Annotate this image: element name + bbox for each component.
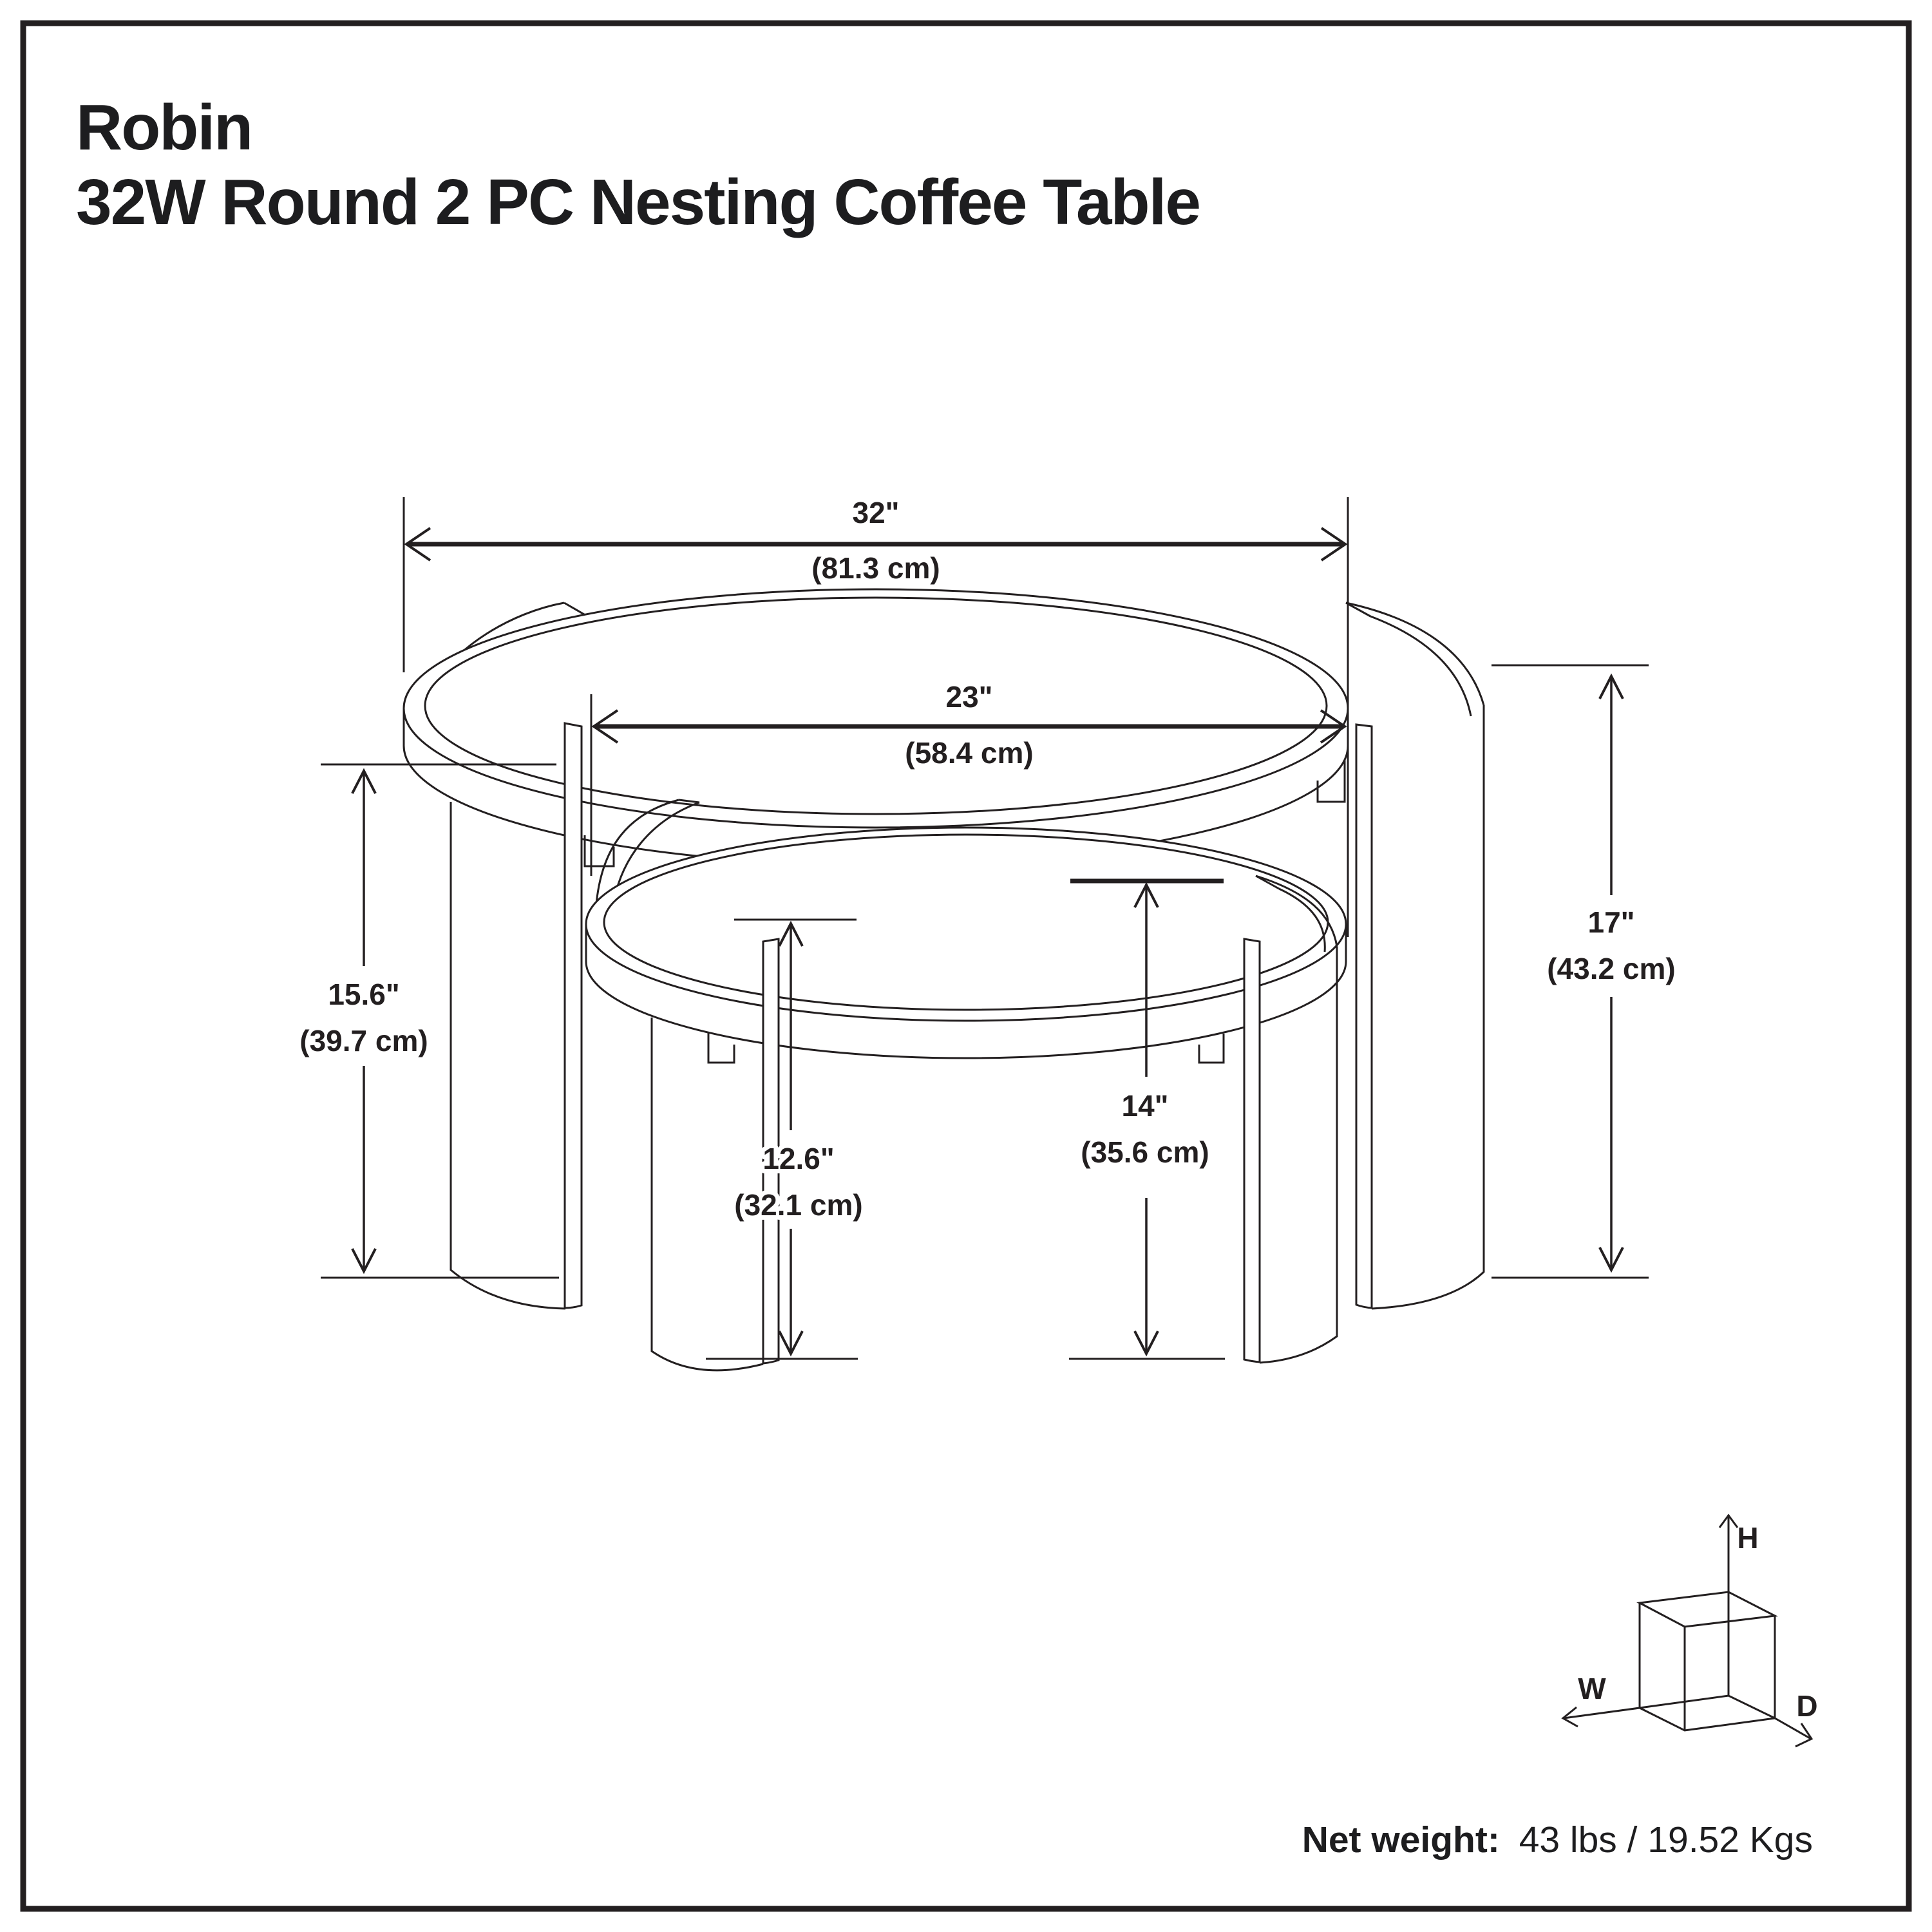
net-weight-note: Net weight: 43 lbs / 19.52 Kgs (1302, 1819, 1813, 1861)
arrowhead-right (1320, 527, 1348, 562)
axis-cube-icon: H W D (1561, 1513, 1818, 1748)
dim-small-leg-height-cm: (32.1 cm) (734, 1188, 862, 1222)
arrowhead-down (1133, 1331, 1159, 1357)
depth-axis (1774, 1717, 1812, 1740)
arrowhead-up (1133, 882, 1159, 908)
arrowhead-up (1598, 673, 1624, 699)
height-axis-label: H (1737, 1521, 1758, 1555)
dim-small-table-height-inches: 14" (1122, 1089, 1169, 1122)
product-name: Robin (76, 91, 252, 164)
net-weight-value: 43 lbs / 19.52 Kgs (1519, 1819, 1813, 1861)
arrowhead-down (778, 1331, 804, 1357)
height-axis-arrowhead (1718, 1513, 1739, 1528)
small-table-right-leg (1243, 875, 1338, 1364)
dim-large-table-height-cm: (43.2 cm) (1547, 952, 1675, 985)
width-axis-label: W (1578, 1672, 1606, 1705)
arrowhead-right (1320, 709, 1347, 744)
dim-inner-width-inches: 23" (946, 680, 993, 714)
large-table-back-left-leg-bracket (583, 835, 615, 867)
cube-top-face (1636, 1591, 1779, 1628)
large-table-back-right-leg-bracket (1316, 760, 1346, 803)
small-table-back-left-leg-bracket (707, 1032, 735, 1064)
small-table-back-right-leg-bracket (1198, 1034, 1225, 1064)
large-table-right-leg (1345, 601, 1485, 1310)
dim-large-table-height-inches: 17" (1588, 905, 1635, 939)
dim-overall-width-cm: (81.3 cm) (811, 551, 940, 585)
arrowhead-down (351, 1248, 377, 1274)
small-table-front-left-leg (650, 938, 780, 1372)
arrowhead-down (1598, 1247, 1624, 1273)
net-weight-label: Net weight: (1302, 1819, 1500, 1861)
arrowhead-up (778, 920, 804, 947)
dim-small-leg-height-inches: 12.6" (762, 1142, 834, 1175)
width-axis (1563, 1707, 1640, 1719)
arrowhead-up (351, 768, 377, 794)
arrowhead-left (591, 709, 619, 744)
dim-inner-width-cm: (58.4 cm) (905, 736, 1033, 770)
depth-axis-arrowhead (1795, 1723, 1814, 1748)
width-axis-arrowhead (1561, 1706, 1578, 1728)
dim-large-leg-height: 15.6" (39.7 cm) (295, 763, 559, 1279)
dim-overall-width: 32" (81.3 cm) (402, 491, 1349, 937)
dim-overall-width-inches: 32" (853, 496, 900, 529)
dim-large-leg-height-cm: (39.7 cm) (299, 1024, 428, 1057)
page-title: Robin 32W Round 2 PC Nesting Coffee Tabl… (76, 91, 1201, 238)
small-tabletop (585, 826, 1347, 1059)
dim-large-table-height: 17" (43.2 cm) (1492, 664, 1680, 1279)
product-description: 32W Round 2 PC Nesting Coffee Table (76, 166, 1200, 238)
arrowhead-left (404, 527, 431, 562)
large-table-front-left-leg (450, 722, 583, 1310)
dim-inner-width: 23" (58.4 cm) (590, 676, 1347, 876)
dim-small-table-height: 14" (35.6 cm) (1069, 878, 1225, 1360)
depth-axis-label: D (1796, 1689, 1817, 1723)
dim-small-table-height-cm: (35.6 cm) (1081, 1135, 1209, 1169)
dim-small-leg-height: 12.6" (32.1 cm) (706, 918, 867, 1360)
dim-large-leg-height-inches: 15.6" (328, 978, 399, 1011)
small-table-drawing (585, 799, 1347, 1372)
page-border (20, 20, 1912, 1912)
